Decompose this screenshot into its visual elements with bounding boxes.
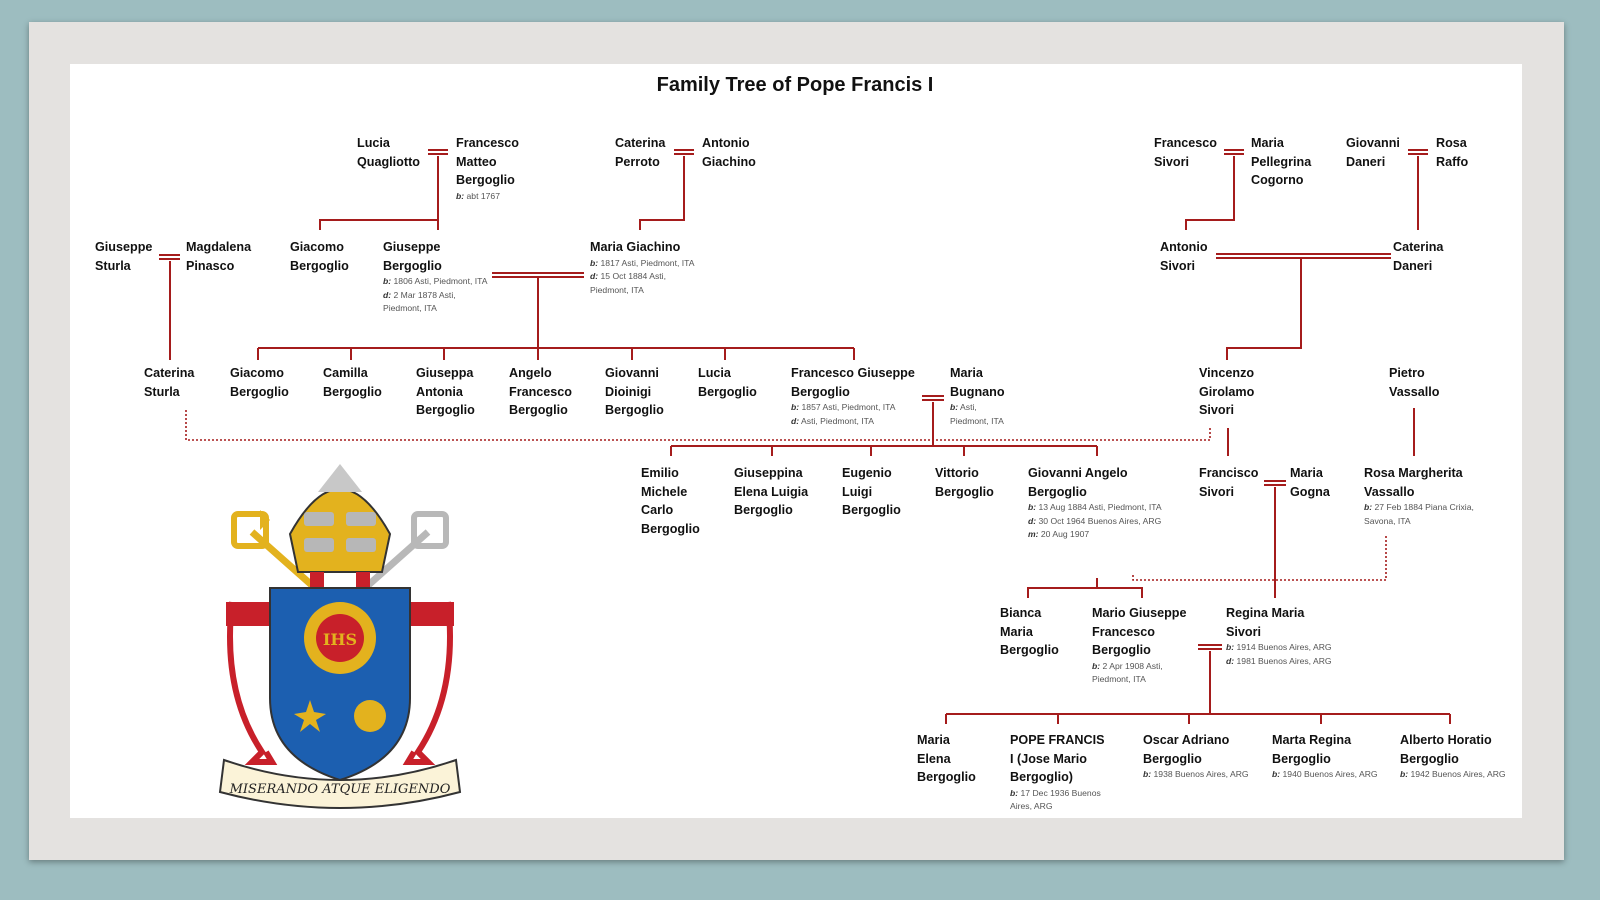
person-giuseppe-bergoglio: Giuseppe Bergoglio b: 1806 Asti, Piedmon… xyxy=(383,238,489,316)
person-rosa-raffo: Rosa Raffo xyxy=(1436,136,1469,169)
person-bianca-maria-bergoglio: Bianca Maria Bergoglio xyxy=(1000,606,1059,657)
birth-detail: b: abt 1767 xyxy=(456,190,500,201)
person-angelo-francesco-bergoglio: Angelo Francesco Bergoglio xyxy=(509,366,572,417)
person-giovanni-daneri: Giovanni Daneri xyxy=(1346,136,1400,169)
nard-flower-icon xyxy=(354,700,386,732)
marriage-quagliotto-bergoglio xyxy=(428,149,448,155)
person-maria-pellegrina-cogorno: Maria Pellegrina Cogorno xyxy=(1251,136,1312,187)
person-antonio-giachino: Antonio Giachino xyxy=(702,136,756,169)
person-alberto-horatio-bergoglio: Alberto Horatio Bergoglio b: 1942 Buenos… xyxy=(1400,731,1510,782)
death-detail: d: 1981 Buenos Aires, ARG xyxy=(1226,655,1332,666)
marriage-antonio-caterina xyxy=(1216,253,1391,259)
death-detail: d: Asti, Piedmont, ITA xyxy=(791,415,874,426)
birth-detail: b: 1806 Asti, Piedmont, ITA xyxy=(383,276,488,286)
person-francesco-sivori: Francesco Sivori xyxy=(1154,136,1217,169)
birth-detail: b: 1914 Buenos Aires, ARG xyxy=(1226,642,1332,652)
person-vittorio-bergoglio: Vittorio Bergoglio xyxy=(935,466,994,499)
person-giovanni-angelo-bergoglio: Giovanni Angelo Bergoglio b: 13 Aug 1884… xyxy=(1028,464,1164,542)
person-francesco-matteo-bergoglio: Francesco Matteo Bergoglio b: abt 1767 xyxy=(456,134,526,203)
person-francesco-giuseppe-bergoglio: Francesco Giuseppe Bergoglio b: 1857 Ast… xyxy=(791,364,919,428)
person-magdalena-pinasco: Magdalena Pinasco xyxy=(186,240,252,273)
person-lucia-bergoglio: Lucia Bergoglio xyxy=(698,366,757,399)
death-detail: d: 30 Oct 1964 Buenos Aires, ARG xyxy=(1028,515,1162,526)
person-pope-francis-i: POPE FRANCIS I (Jose Mario Bergoglio) b:… xyxy=(1010,731,1120,814)
sun-emblem-icon: IHS xyxy=(304,602,376,674)
marriage-sivori-cogorno xyxy=(1224,149,1244,155)
birth-detail: b: 17 Dec 1936 Buenos Aires, ARG xyxy=(1010,787,1101,812)
birth-detail: b: 13 Aug 1884 Asti, Piedmont, ITA xyxy=(1028,502,1162,512)
marriage-perroto-giachino xyxy=(674,149,694,155)
svg-text:IHS: IHS xyxy=(323,630,357,649)
birth-detail: b: 1938 Buenos Aires, ARG xyxy=(1143,769,1249,779)
person-emilio-michele-carlo-bergoglio: Emilio Michele Carlo Bergoglio xyxy=(641,466,700,536)
death-detail: d: 2 Mar 1878 Asti, Piedmont, ITA xyxy=(383,289,456,314)
marriage-daneri-raffo xyxy=(1408,149,1428,155)
person-maria-gogna: Maria Gogna xyxy=(1290,466,1330,499)
person-giuseppe-sturla: Giuseppe Sturla xyxy=(95,240,153,273)
marriage-francisco-maria xyxy=(1264,480,1286,486)
motto-banner xyxy=(218,758,462,809)
motto-text: MISERANDO ATQUE ELIGENDO xyxy=(229,782,451,797)
marriage-detail: m: 20 Aug 1907 xyxy=(1028,529,1090,539)
person-maria-elena-bergoglio: Maria Elena Bergoglio xyxy=(917,733,976,784)
mitre-icon xyxy=(288,464,392,598)
birth-detail: b: 1942 Buenos Aires, ARG xyxy=(1400,769,1506,779)
page-title: Family Tree of Pope Francis I xyxy=(656,74,934,96)
person-rosa-margherita-vassallo: Rosa Margherita Vassallo b: 27 Feb 1884 … xyxy=(1364,464,1488,528)
birth-detail: b: 1940 Buenos Aires, ARG xyxy=(1272,769,1378,779)
person-pietro-vassallo: Pietro Vassallo xyxy=(1389,366,1440,399)
person-caterina-daneri: Caterina Daneri xyxy=(1393,240,1444,273)
person-maria-giachino: Maria Giachino b: 1817 Asti, Piedmont, I… xyxy=(590,238,700,297)
person-eugenio-luigi-bergoglio: Eugenio Luigi Bergoglio xyxy=(842,466,901,517)
person-oscar-adriano-bergoglio: Oscar Adriano Bergoglio b: 1938 Buenos A… xyxy=(1143,731,1251,782)
person-giovanni-dioinigi-bergoglio: Giovanni Dioinigi Bergoglio xyxy=(605,366,664,417)
death-detail: d: 15 Oct 1884 Asti, Piedmont, ITA xyxy=(590,271,666,295)
person-regina-maria-sivori: Regina Maria Sivori b: 1914 Buenos Aires… xyxy=(1226,604,1336,668)
papal-coat-of-arms: IHS MISERANDO ATQUE ELIGENDO xyxy=(218,464,462,809)
marriage-giuseppe-maria xyxy=(492,272,584,278)
person-camilla-bergoglio: Camilla Bergoglio xyxy=(323,366,382,399)
birth-detail: b: 27 Feb 1884 Piana Crixia, Savona, ITA xyxy=(1364,502,1474,526)
person-mario-giuseppe-francesco-bergoglio: Mario Giuseppe Francesco Bergoglio b: 2 … xyxy=(1092,604,1202,687)
person-lucia-quagliotto: Lucia Quagliotto xyxy=(357,136,420,169)
person-vincenzo-girolamo-sivori: Vincenzo Girolamo Sivori xyxy=(1199,366,1255,417)
person-giuseppa-antonia-bergoglio: Giuseppa Antonia Bergoglio xyxy=(416,366,475,417)
person-antonio-sivori: Antonio Sivori xyxy=(1160,240,1208,273)
person-giacomo-bergoglio-elder: Giacomo Bergoglio xyxy=(290,240,349,273)
birth-detail: b: 1857 Asti, Piedmont, ITA xyxy=(791,402,896,412)
marriage-sturla-pinasco xyxy=(159,254,180,260)
person-marta-regina-bergoglio: Marta Regina Bergoglio b: 1940 Buenos Ai… xyxy=(1272,731,1380,782)
person-giacomo-bergoglio: Giacomo Bergoglio xyxy=(230,366,289,399)
person-maria-bugnano: Maria Bugnano b: Asti, Piedmont, ITA xyxy=(950,364,1016,428)
person-caterina-perroto: Caterina Perroto xyxy=(615,136,666,169)
person-giuseppina-elena-luigia-bergoglio: Giuseppina Elena Luigia Bergoglio xyxy=(734,466,809,517)
star-icon xyxy=(294,700,326,732)
marriage-francesco-maria xyxy=(922,395,944,401)
marriage-giovanni-regina xyxy=(1198,644,1222,650)
birth-detail: b: 2 Apr 1908 Asti, Piedmont, ITA xyxy=(1092,660,1163,685)
person-caterina-sturla: Caterina Sturla xyxy=(144,366,195,399)
birth-detail: b: 1817 Asti, Piedmont, ITA xyxy=(590,257,695,268)
person-francisco-sivori: Francisco Sivori xyxy=(1199,466,1259,499)
birth-detail: b: Asti, Piedmont, ITA xyxy=(950,402,1004,426)
